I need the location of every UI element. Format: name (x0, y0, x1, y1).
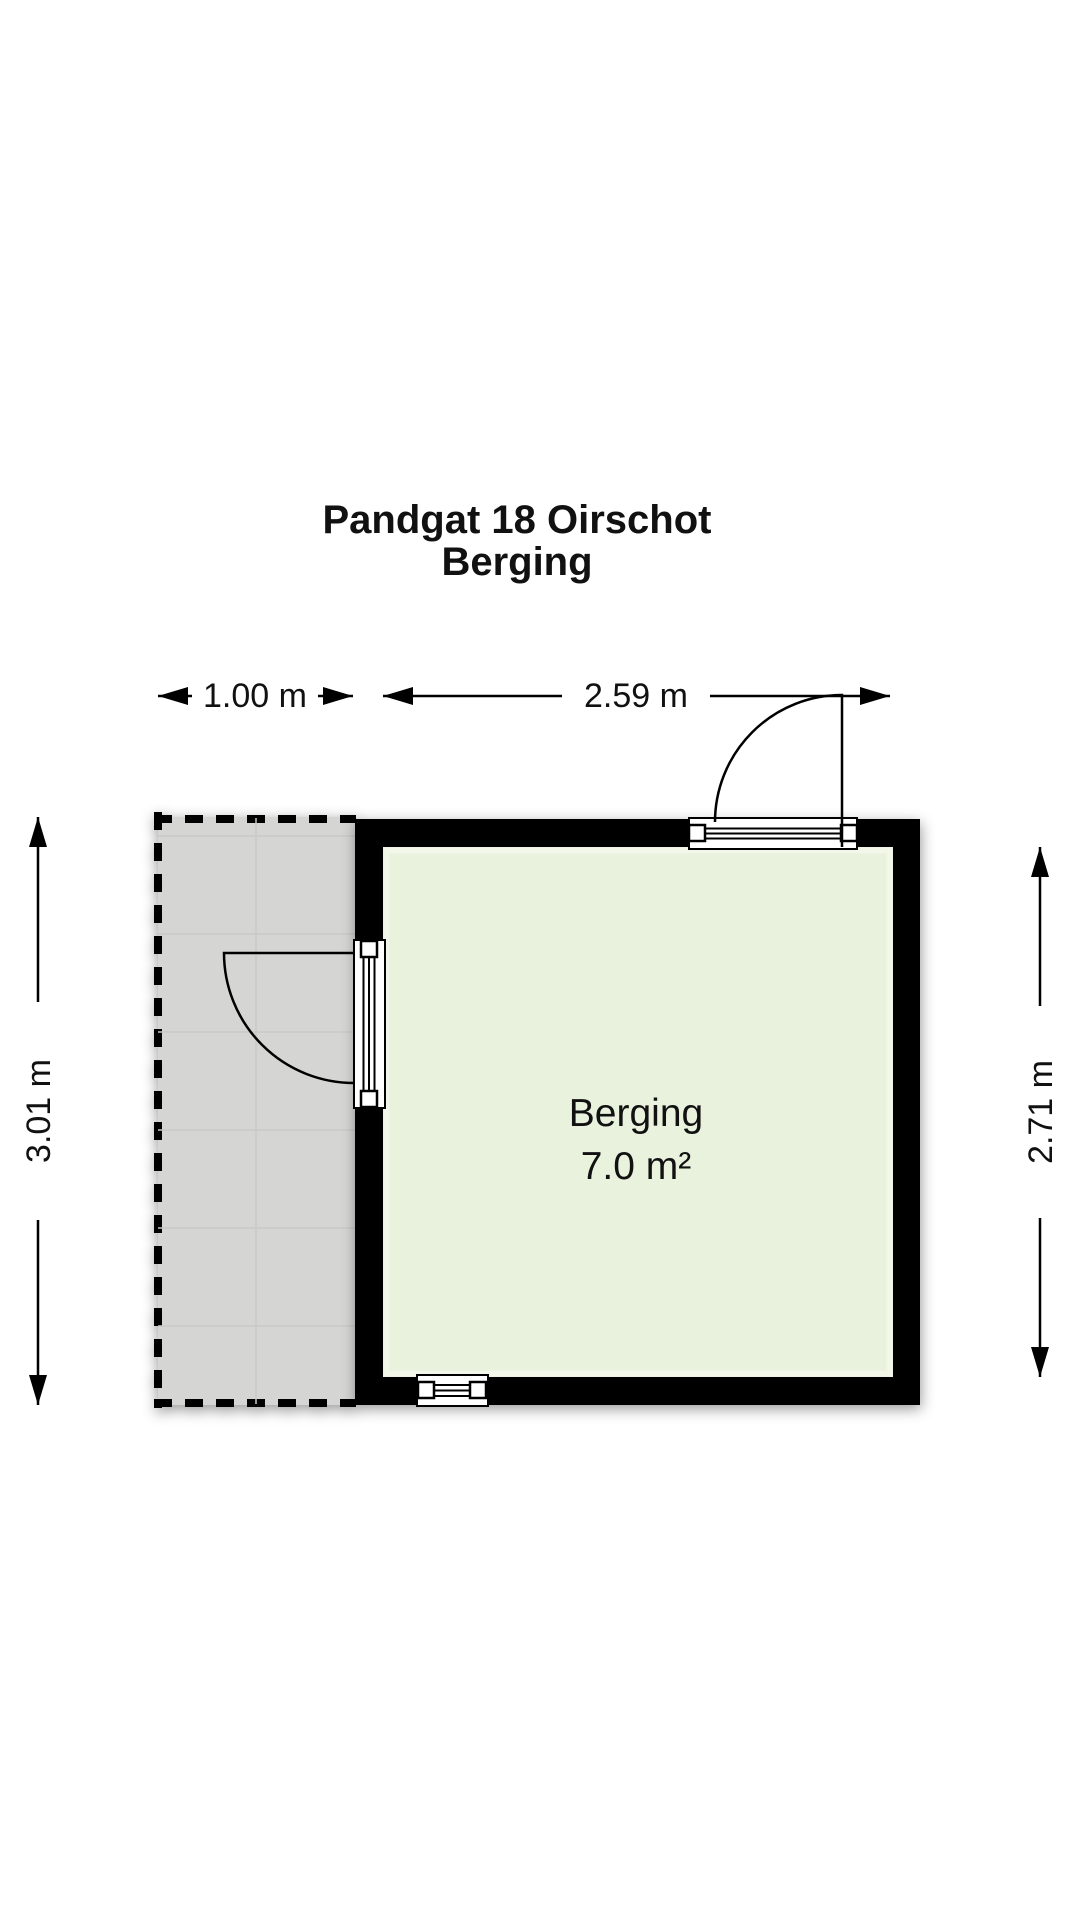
dimension-label-bg (1016, 1006, 1062, 1218)
room-floor-edge (383, 847, 893, 1377)
door-top-post-right (839, 823, 859, 843)
page-subtitle: Berging (441, 540, 592, 584)
outdoor-area (154, 812, 356, 1408)
dimension-label: 2.59 m (584, 677, 688, 715)
door-left (222, 939, 386, 1109)
outdoor-tile-grid (158, 818, 355, 1404)
window-bottom-glazing-lines (434, 1384, 470, 1397)
door-top-threshold-lines (705, 827, 841, 840)
room-area: 7.0 m² (581, 1145, 692, 1188)
room-name: Berging (569, 1092, 703, 1135)
door-top (687, 693, 859, 850)
door-left-threshold-lines (362, 957, 376, 1091)
room-floor (383, 847, 893, 1377)
door-top-post-left (687, 823, 707, 843)
window-bottom (416, 1374, 489, 1407)
door-left-swing-arc (222, 951, 355, 1085)
outdoor-dashed-boundary (154, 812, 356, 1408)
dimension-top-left: 1.00 m (158, 672, 353, 718)
dimension-top-right: 2.59 m (383, 672, 890, 718)
window-bottom-post-left (416, 1380, 436, 1400)
dimension-left: 3.01 m (14, 817, 60, 1405)
door-left-post-top (359, 939, 379, 959)
dimension-label: 3.01 m (20, 1059, 58, 1163)
page-title: Pandgat 18 Oirschot (323, 498, 712, 542)
door-left-post-bottom (359, 1089, 379, 1109)
dimension-right: 2.71 m (1016, 847, 1062, 1377)
dimension-label: 1.00 m (203, 677, 307, 715)
dimension-label-bg (14, 1002, 60, 1220)
dimension-label-bg (562, 672, 710, 718)
dimension-label-bg (192, 672, 318, 718)
room-label: Berging 7.0 m² (569, 1092, 703, 1188)
dimension-label: 2.71 m (1022, 1060, 1060, 1164)
title-block: Pandgat 18 Oirschot Berging (323, 498, 712, 584)
window-bottom-post-right (468, 1380, 488, 1400)
